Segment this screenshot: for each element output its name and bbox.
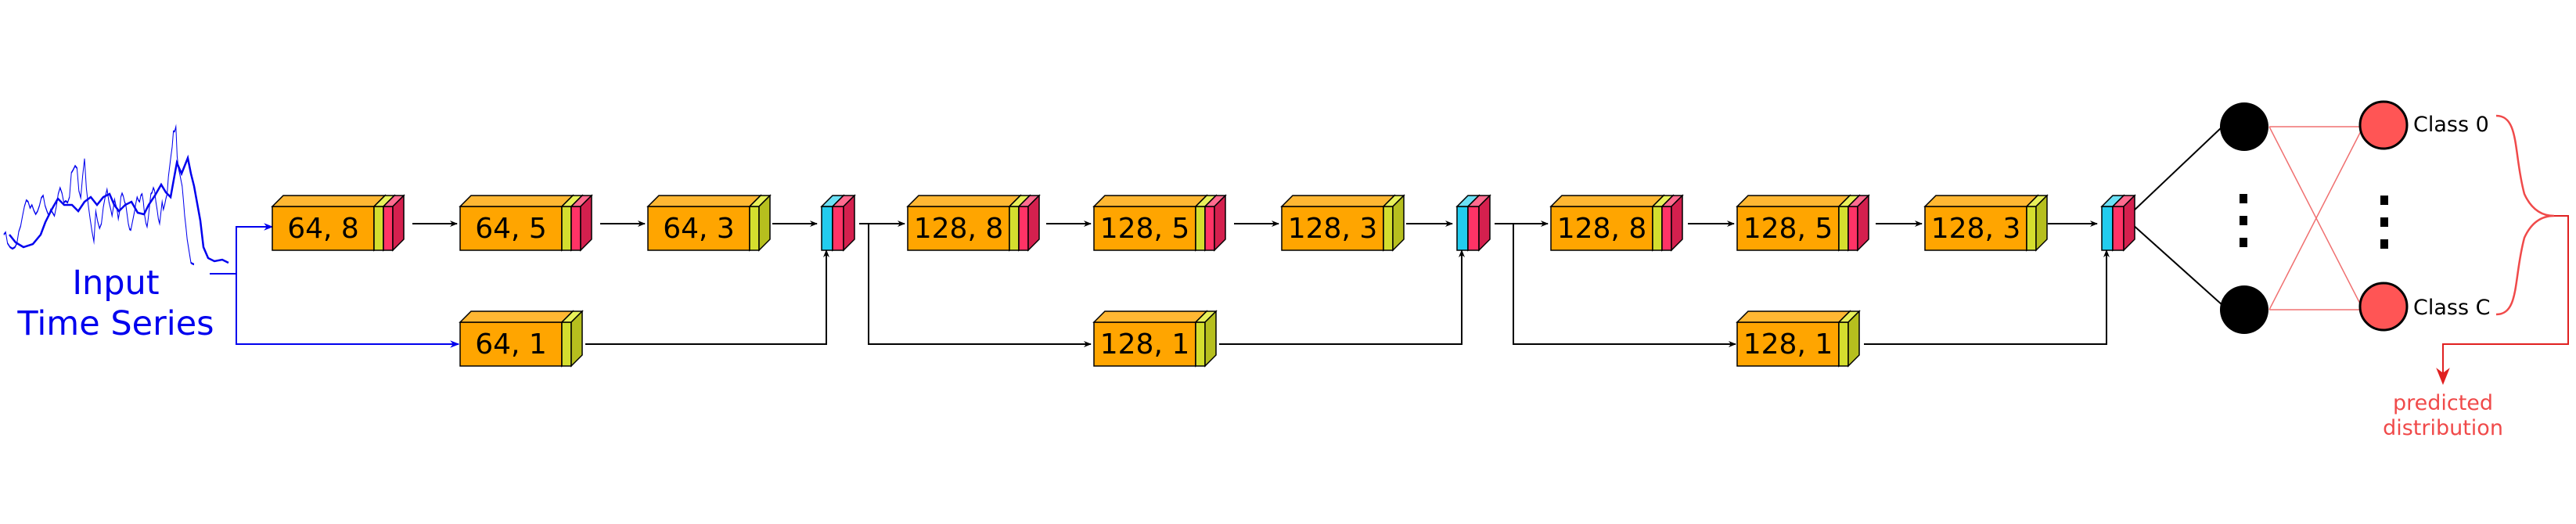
conv-block-b3-conv3: 128, 3 — [1923, 194, 2049, 252]
conv-block-b3-conv2: 128, 5 — [1736, 194, 1870, 252]
conv-block-b2-shortcut: 128, 1 — [1092, 310, 1218, 368]
conv-block-label: 64, 1 — [475, 328, 547, 361]
add-relu-merge-3 — [2100, 194, 2136, 252]
hidden-neuron-bottom — [2220, 285, 2268, 334]
conv-block-b3-conv1: 128, 8 — [1549, 194, 1684, 252]
conv-block-label: 128, 8 — [914, 213, 1004, 245]
conv-block-label: 64, 3 — [663, 213, 735, 245]
input-arrow-top — [210, 223, 274, 275]
output-layer: Class 0 Class C predicted distribution — [2220, 100, 2569, 440]
predicted-arrow — [2436, 215, 2569, 386]
predicted-label-line2: distribution — [2383, 416, 2503, 440]
class-c-label: Class C — [2413, 296, 2490, 320]
output-neuron-class-0 — [2358, 100, 2409, 150]
class-0-label: Class 0 — [2413, 113, 2489, 137]
conv-block-label: 128, 3 — [1288, 213, 1378, 245]
conv-block-label: 128, 8 — [1557, 213, 1647, 245]
input-time-series: Input Time Series — [3, 124, 460, 348]
conv-block-b1-shortcut: 64, 1 — [459, 310, 584, 368]
conv-block-label: 128, 5 — [1100, 213, 1190, 245]
conv-block-label: 128, 3 — [1931, 213, 2021, 245]
conv-block-b3-shortcut: 128, 1 — [1736, 310, 1861, 368]
add-relu-merge-2 — [1455, 194, 1491, 252]
conv-block-label: 128, 1 — [1743, 328, 1833, 361]
conv-block-b2-conv1: 128, 8 — [906, 194, 1041, 252]
conv-block-label: 64, 8 — [287, 213, 359, 245]
conv-block-label: 128, 5 — [1743, 213, 1833, 245]
output-ellipsis-dots — [2380, 196, 2388, 249]
input-arrow-shortcut — [236, 274, 460, 348]
predicted-label-line1: predicted — [2393, 391, 2493, 415]
conv-block-label: 128, 1 — [1100, 328, 1190, 361]
conv-block-b1-conv3: 64, 3 — [646, 194, 772, 252]
output-brace — [2495, 114, 2555, 316]
conv-block-b2-conv3: 128, 3 — [1280, 194, 1405, 252]
hidden-neuron-top — [2220, 102, 2268, 151]
add-relu-merge-1 — [820, 194, 856, 252]
output-neuron-class-c — [2358, 282, 2409, 332]
conv-blocks: 64, 8 64, 5 64, 3 64, 1 128, 8 128, 5 128, 3 12… — [271, 194, 2136, 368]
input-label-line1: Input — [72, 264, 159, 303]
input-label-line2: Time Series — [16, 304, 214, 343]
conv-block-label: 64, 5 — [475, 213, 547, 245]
conv-block-b1-conv1: 64, 8 — [271, 194, 405, 252]
connections — [412, 126, 2223, 347]
conv-block-b2-conv2: 128, 5 — [1092, 194, 1227, 252]
conv-block-b1-conv2: 64, 5 — [459, 194, 593, 252]
hidden-ellipsis-dots — [2240, 194, 2247, 247]
